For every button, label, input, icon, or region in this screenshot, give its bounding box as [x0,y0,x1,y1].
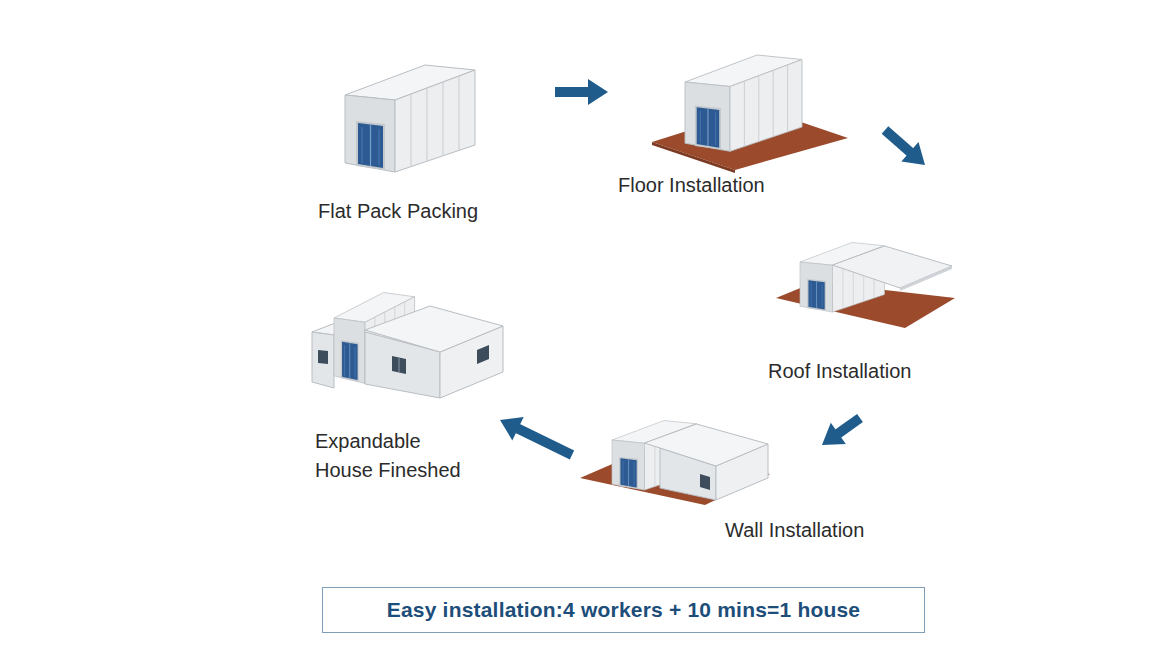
stage-node: Flat Pack Packing [312,50,555,226]
stage-node: Floor Installation [608,50,885,200]
arrow-shaft [837,418,860,435]
flat-pack-container [345,65,475,172]
summary-text: Easy installation:4 workers + 10 mins=1 … [387,598,861,622]
flow-arrow [555,79,608,105]
arrow-head [500,417,524,440]
stage-node: Roof Installation [765,165,970,418]
stage-caption: Expandable House Fineshed [315,427,470,485]
stage-caption: Flat Pack Packing [318,197,478,226]
floor-installation-illustration [652,55,848,173]
arrow-shaft [555,87,590,97]
stage-caption: Wall Installation [725,516,864,545]
flow-arrow [885,130,925,165]
arrow-head [588,79,608,105]
arrow-head [901,142,925,165]
finished-house-illustration [312,293,503,399]
stage-caption: Floor Installation [618,171,765,200]
flow-arrow [822,418,860,445]
wall-installation-illustration [580,421,770,506]
stage-node: Wall Installation [572,445,885,545]
roof-installation-illustration [776,243,955,329]
flow-arrow [500,417,572,455]
summary-box: Easy installation:4 workers + 10 mins=1 … [322,587,925,633]
arrow-shaft [516,428,572,455]
arrow-shaft [885,130,911,153]
arrow-head [822,423,846,445]
stage-caption: Roof Installation [768,357,911,386]
stage-node: Expandable House Fineshed [305,290,500,485]
